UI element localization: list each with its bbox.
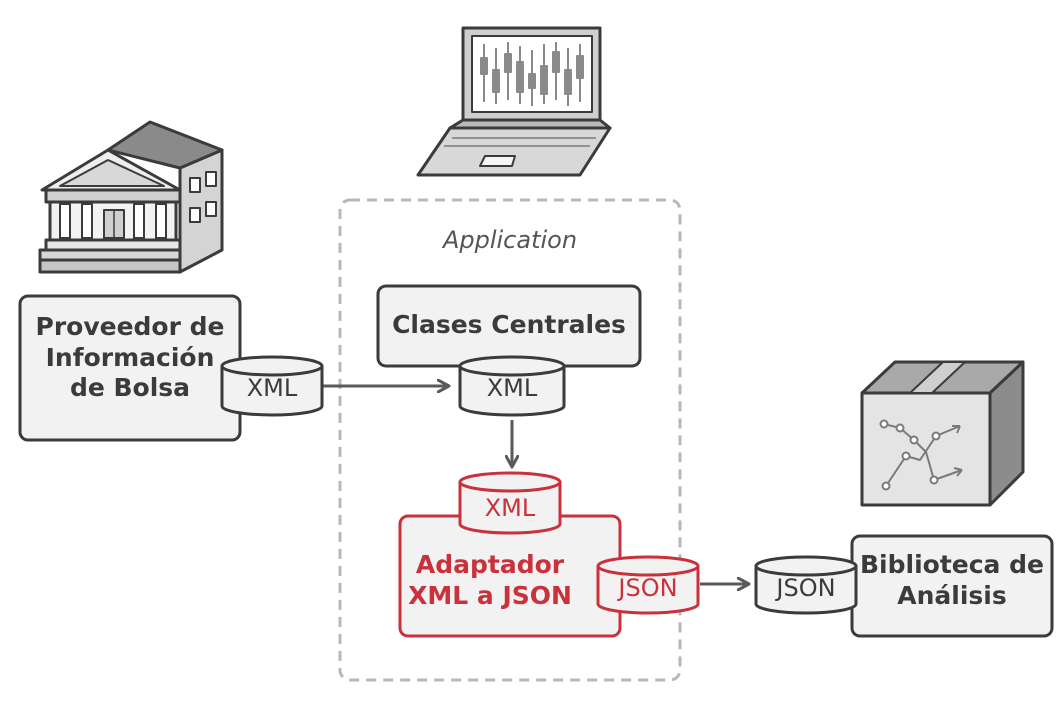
adapter-xml-tag: XML — [484, 494, 536, 522]
library-json-cylinder — [754, 555, 858, 615]
adapter-json-tag: JSON — [618, 574, 678, 602]
provider-xml-tag: XML — [246, 374, 298, 402]
library-json-tag: JSON — [776, 574, 836, 602]
application-label: Application — [442, 226, 578, 254]
stock-provider-line-3: de Bolsa — [69, 373, 191, 402]
analytics-package-icon — [860, 360, 1025, 507]
analytics-library-line-2: Análisis — [897, 580, 1007, 610]
core-classes-label: Clases Centrales — [392, 310, 626, 339]
application-container — [338, 198, 682, 682]
provider-xml-cylinder — [220, 355, 324, 417]
adapter-line-2: XML a JSON — [408, 580, 572, 610]
adapter-label: Adaptador XML a JSON — [406, 550, 574, 611]
stock-provider-label: Proveedor de Información de Bolsa — [20, 312, 240, 404]
core-xml-tag: XML — [486, 374, 538, 402]
stock-exchange-building-icon — [38, 120, 224, 274]
analytics-library-line-1: Biblioteca de — [860, 550, 1044, 579]
adapter-xml-cylinder — [458, 471, 562, 535]
stock-provider-line-2: Información — [45, 342, 215, 372]
adapter-line-1: Adaptador — [415, 550, 565, 579]
laptop-chart-icon — [416, 26, 612, 177]
core-xml-cylinder — [458, 355, 566, 417]
stock-provider-line-1: Proveedor de — [35, 312, 225, 341]
adapter-json-cylinder — [596, 555, 700, 615]
analytics-library-label: Biblioteca de Análisis — [852, 550, 1052, 611]
